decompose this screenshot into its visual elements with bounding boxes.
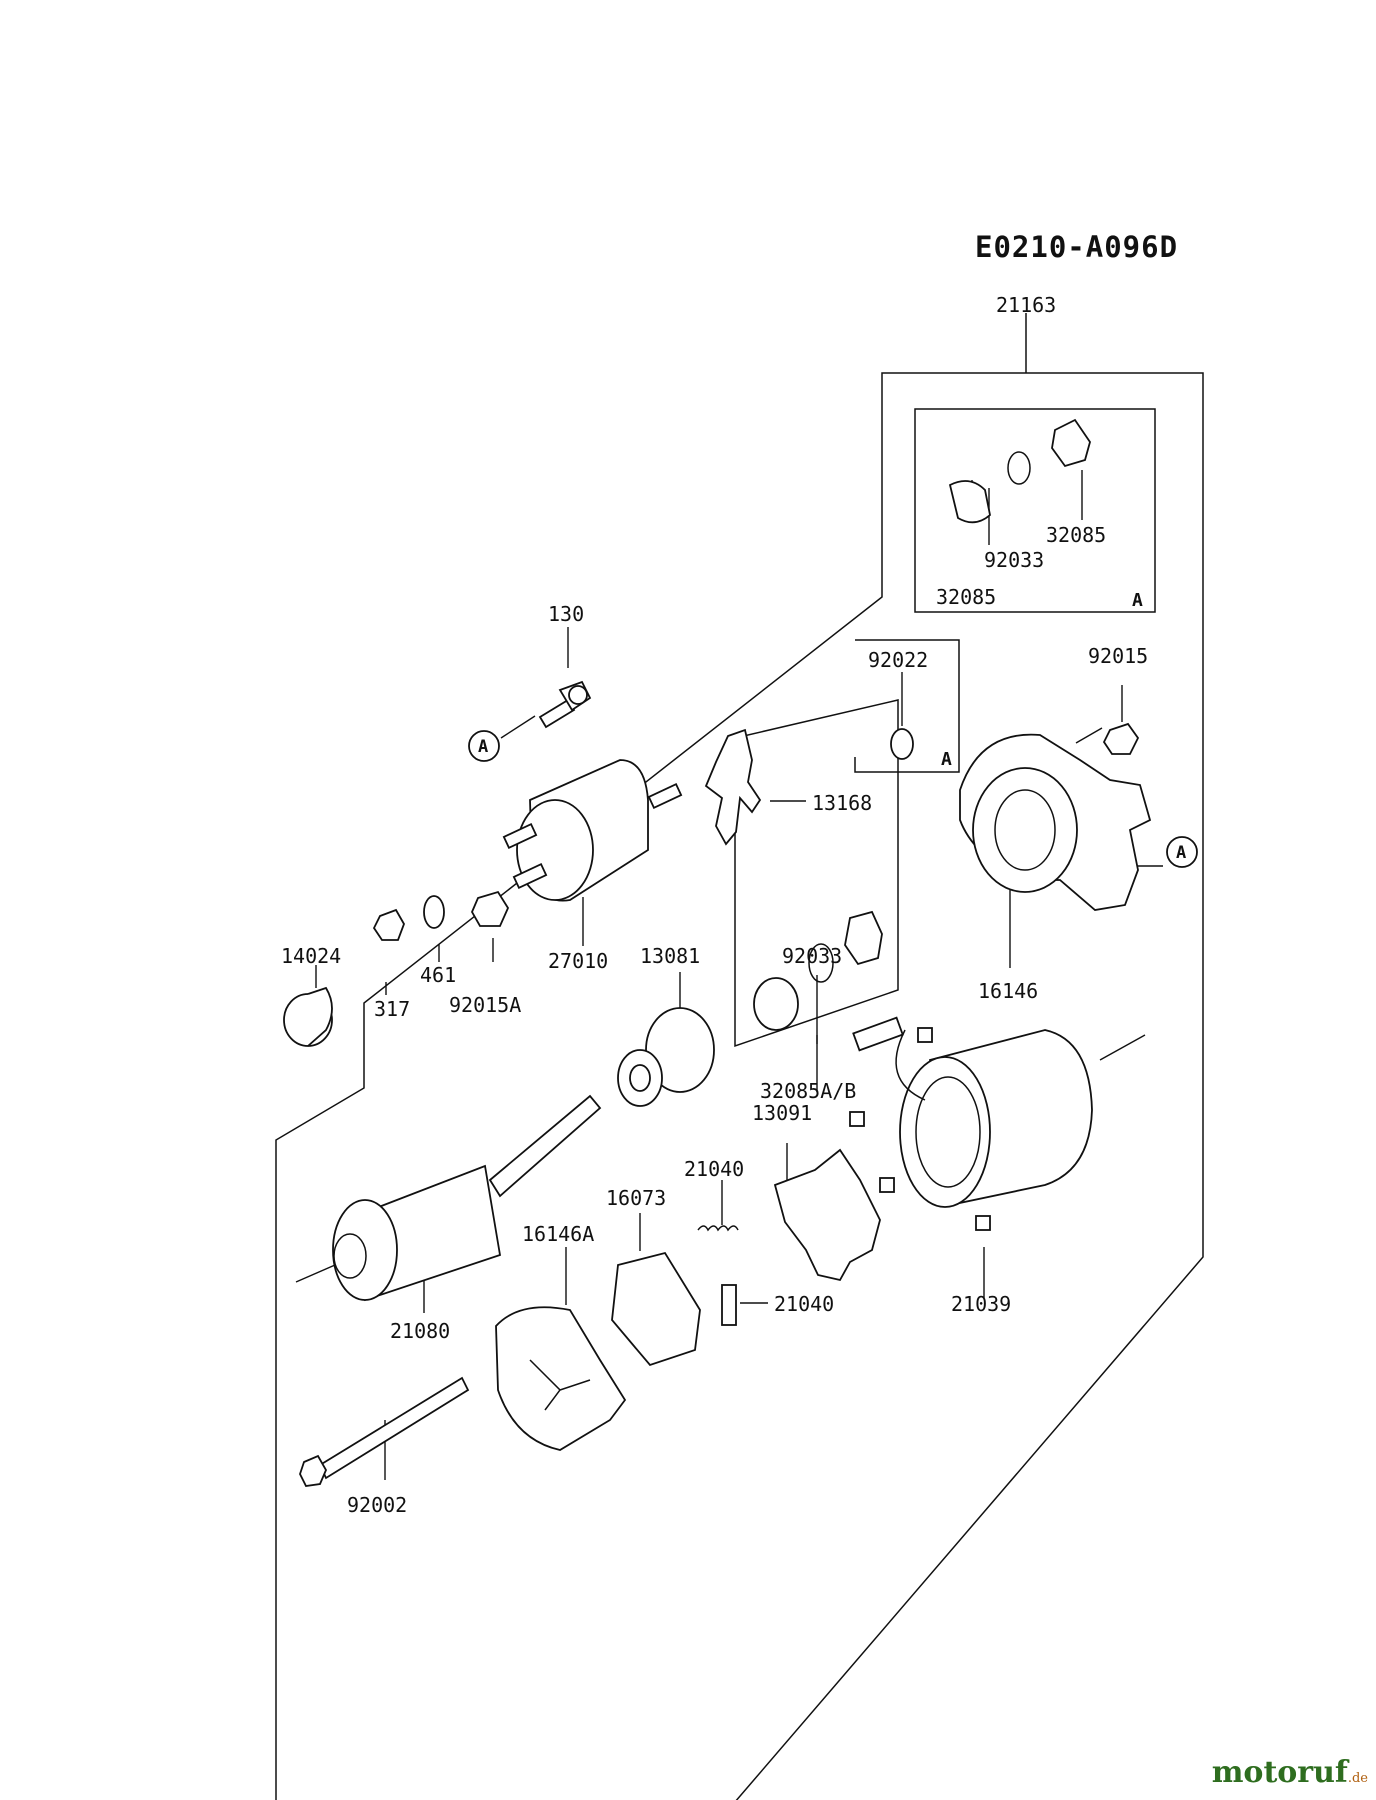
label-16073: 16073 <box>606 1186 666 1210</box>
solenoid-27010 <box>502 759 683 902</box>
washer-92022 <box>890 728 914 760</box>
marker-a-right-letter: A <box>1176 843 1186 863</box>
label-92015: 92015 <box>1088 644 1148 668</box>
kit-a-marker: A <box>1132 590 1143 611</box>
bolt-130 <box>538 680 592 729</box>
cap-14024 <box>283 986 333 1047</box>
nut-92015 <box>1102 722 1140 755</box>
kit-a-small-box <box>854 639 960 773</box>
armature-21080 <box>295 1094 602 1302</box>
kit-a-box <box>914 408 1156 613</box>
label-92002: 92002 <box>347 1493 407 1517</box>
nut-317 <box>372 908 405 941</box>
label-13091: 13091 <box>752 1101 812 1125</box>
label-317: 317 <box>374 997 410 1021</box>
label-461: 461 <box>420 963 456 987</box>
label-13081: 13081 <box>640 944 700 968</box>
label-27010: 27010 <box>548 949 608 973</box>
label-21039: 21039 <box>951 1292 1011 1316</box>
yoke-assembly <box>849 1016 1146 1231</box>
brush-holder-13091 <box>773 1148 881 1282</box>
spring-21040-bottom <box>721 1284 737 1326</box>
nut-92015a <box>470 890 510 927</box>
kit-a-small-marker: A <box>941 749 952 770</box>
label-21163: 21163 <box>996 293 1056 317</box>
marker-a-left-letter: A <box>478 737 488 757</box>
label-21080: 21080 <box>390 1319 450 1343</box>
marker-a-left <box>468 730 500 762</box>
label-32085-kit-bottom: 32085 <box>936 585 996 609</box>
label-13168: 13168 <box>812 791 872 815</box>
pinion-13081 <box>617 1007 715 1107</box>
marker-a-right <box>1166 836 1198 868</box>
label-92015a: 92015A <box>449 993 521 1017</box>
label-92033-kit: 92033 <box>984 548 1044 572</box>
lever-13168 <box>704 728 762 846</box>
label-21040-bottom: 21040 <box>774 1292 834 1316</box>
label-16146a: 16146A <box>522 1222 594 1246</box>
spring-21040-top <box>697 1225 739 1232</box>
label-32085ab: 32085A/B <box>760 1079 856 1103</box>
seal-kit-box <box>734 699 899 1048</box>
seal-group <box>753 910 883 1031</box>
label-16146: 16146 <box>978 979 1038 1003</box>
plate-16073 <box>611 1251 701 1367</box>
label-92033-mid: 92033 <box>782 944 842 968</box>
diagram-code: E0210-A096D <box>975 230 1179 264</box>
label-14024: 14024 <box>281 944 341 968</box>
watermark-logo: motoruf.de <box>1211 1755 1368 1790</box>
washer-461 <box>423 895 445 929</box>
end-cover-16146a <box>495 1306 627 1451</box>
label-130: 130 <box>548 602 584 626</box>
kit-a-parts <box>948 418 1091 524</box>
through-bolt-92002 <box>299 1376 470 1487</box>
label-92022: 92022 <box>868 648 928 672</box>
housing-16146 <box>959 733 1152 911</box>
label-21040-top: 21040 <box>684 1157 744 1181</box>
label-32085-kit-top: 32085 <box>1046 523 1106 547</box>
